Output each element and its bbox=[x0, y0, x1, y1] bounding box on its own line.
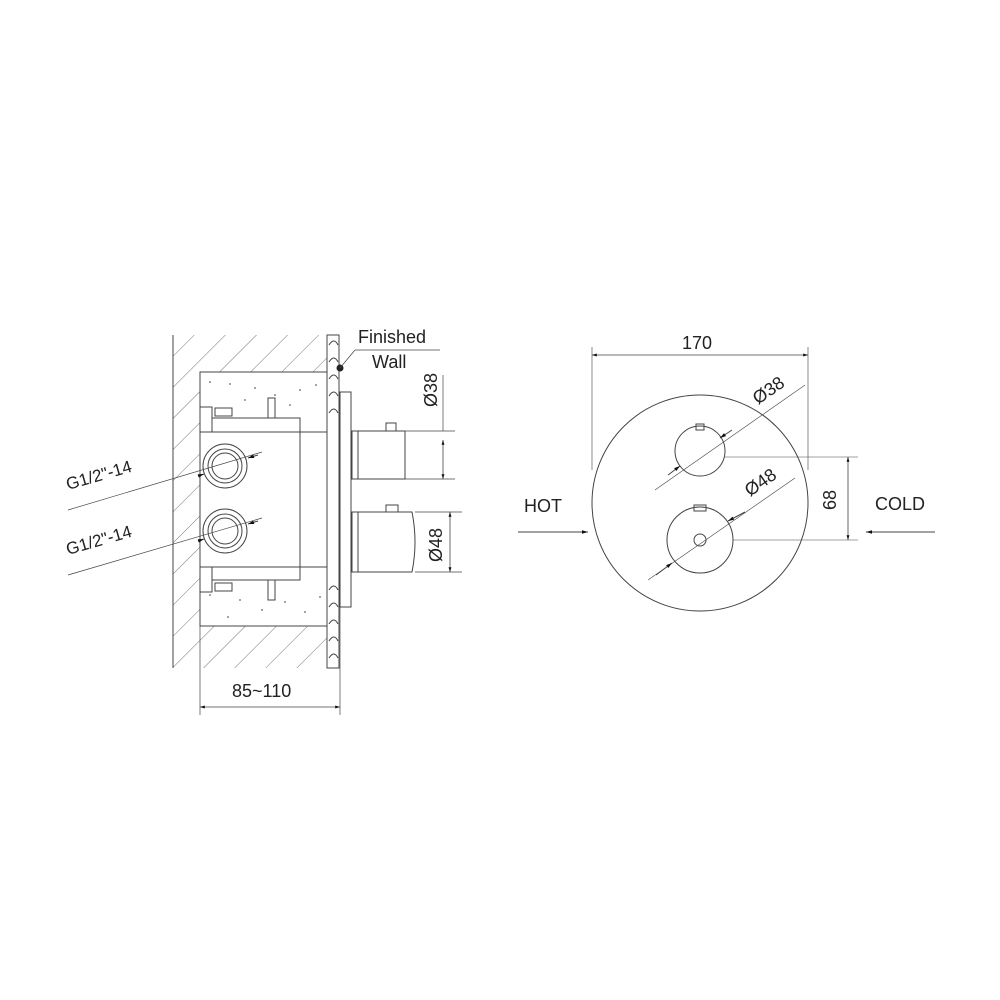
finished-wall-strip bbox=[326, 334, 340, 669]
inlet-fitting-top bbox=[202, 443, 248, 489]
inlet-bottom-label: G1/2"-14 bbox=[64, 522, 134, 559]
dim-large-knob-side: Ø48 bbox=[426, 528, 446, 562]
inlet-top-label: G1/2"-14 bbox=[64, 457, 134, 494]
dim-small-knob-side: Ø38 bbox=[421, 373, 441, 407]
small-knob-side bbox=[351, 430, 406, 480]
finished-wall-label-2: Wall bbox=[372, 352, 406, 372]
hot-label: HOT bbox=[524, 496, 562, 516]
dim-large-knob-front: Ø48 bbox=[741, 464, 780, 500]
cover-plate bbox=[339, 391, 352, 608]
dim-small-knob-front: Ø38 bbox=[749, 372, 788, 408]
tile-arcs bbox=[328, 340, 339, 659]
cold-label: COLD bbox=[875, 494, 925, 514]
small-knob-front bbox=[674, 425, 726, 477]
valve-body bbox=[199, 417, 301, 581]
finished-wall-label-1: Finished bbox=[358, 327, 426, 347]
front-view bbox=[518, 347, 935, 612]
dim-knob-spacing: 68 bbox=[820, 490, 840, 510]
large-knob-side bbox=[351, 511, 416, 573]
concrete-dots bbox=[209, 381, 321, 618]
large-knob-front bbox=[666, 506, 734, 574]
dim-plate-width: 170 bbox=[682, 333, 712, 353]
cover-plate-front bbox=[591, 394, 809, 612]
inlet-fitting-bottom bbox=[202, 508, 248, 554]
dim-depth: 85~110 bbox=[232, 681, 291, 701]
side-view bbox=[67, 334, 462, 715]
